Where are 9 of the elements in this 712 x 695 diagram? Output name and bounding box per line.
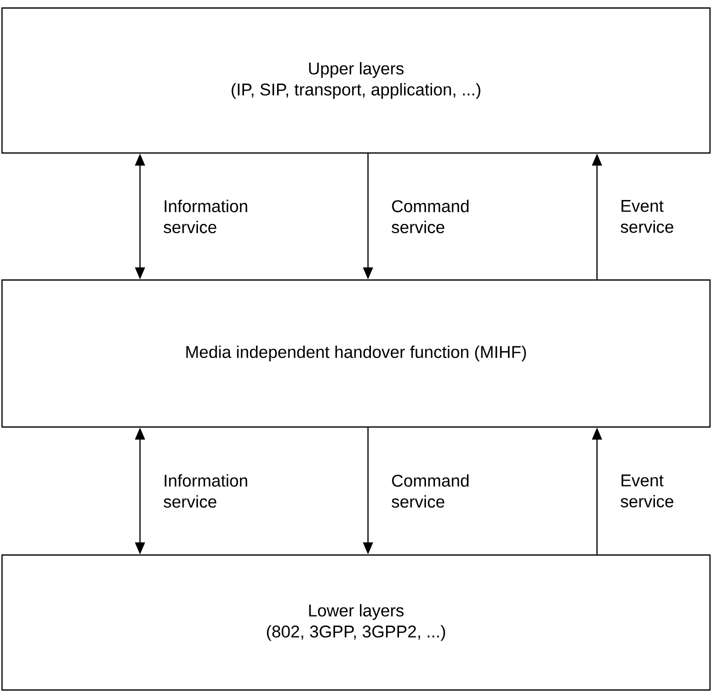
edge-label: Event service [620,200,674,233]
layer-box: Lower layers (802, 3GPP, 3GPP2, ...) [1,554,711,691]
edge-label: Event service [620,474,674,508]
layer-box: Upper layers (IP, SIP, transport, application, ...) [1,7,711,154]
edge-label: Command service [392,200,469,234]
edge-label: Information service [164,200,248,234]
edge-label: Information service [164,474,248,508]
layer-box: Media independent handover function (MIHF) [1,279,711,428]
edge-label: Command service [392,474,469,508]
